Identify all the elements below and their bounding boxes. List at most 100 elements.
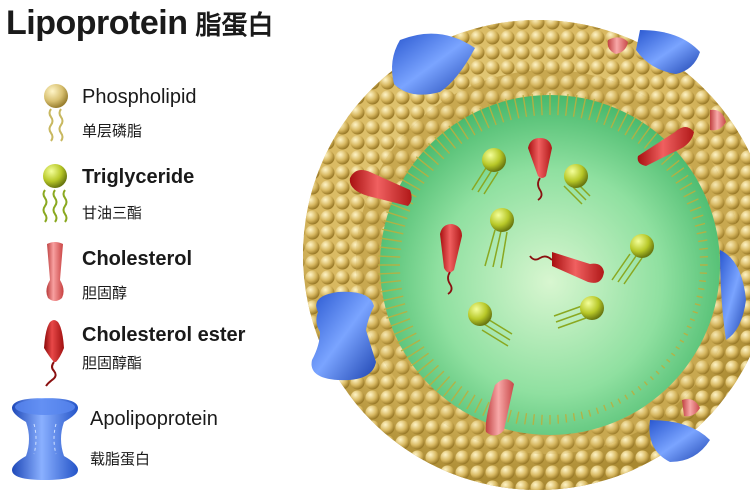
phospholipid-tail: [513, 96, 520, 119]
phospholipid-tail: [699, 246, 708, 250]
phospholipid-tail: [531, 414, 535, 425]
phospholipid-tail: [699, 280, 708, 284]
phospholipid-tail: [400, 339, 421, 352]
phospholipid-tail: [643, 130, 659, 149]
phospholipid-tail: [389, 318, 411, 328]
phospholipid-tail: [631, 120, 645, 140]
apolipoprotein-top: [392, 33, 475, 95]
phospholipid-tail: [383, 303, 406, 311]
phospholipid-tail: [572, 94, 578, 117]
phospholipid-tail: [522, 413, 528, 425]
phospholipid-tail: [448, 125, 463, 145]
phospholipid-tail: [379, 237, 402, 243]
phospholipid-tail: [378, 246, 401, 250]
phospholipid-tail: [427, 370, 445, 388]
cholesterol-ester-icon: [44, 320, 64, 387]
apolipoprotein-left: [311, 291, 376, 381]
legend-label-cholesterol: Cholesterol: [82, 248, 193, 270]
legend-label-triglyceride: Triglyceride: [82, 166, 195, 188]
phospholipid-tail: [441, 130, 457, 149]
phospholipid-tail: [471, 111, 483, 132]
phospholipid-tail: [405, 170, 425, 184]
membrane-cholesterol-group: [349, 127, 694, 436]
triglyceride-core-4: [611, 234, 654, 285]
phospholipid-tail: [624, 115, 637, 136]
phospholipid-tail: [386, 211, 408, 220]
phospholipid-tail: [383, 219, 406, 227]
title-chinese: 脂蛋白: [195, 11, 274, 41]
phospholipid-tail: [565, 93, 569, 116]
phospholipid-tail: [699, 272, 708, 275]
phospholipid-tail: [396, 332, 417, 344]
phospholipid-tail: [379, 287, 402, 293]
phospholipid-tail: [378, 255, 401, 258]
hydrophobic-core: [380, 95, 720, 435]
triglyceride-core-6: [553, 296, 604, 329]
phospholipid-tail: [540, 93, 543, 116]
phospholipid-tail: [378, 280, 401, 284]
phospholipid-tail: [698, 237, 708, 243]
legend-label-cholesterol-zh: 胆固醇: [82, 284, 128, 302]
legend-label-phospholipid-zh: 单层磷脂: [82, 122, 143, 140]
phospholipid-tail: [378, 272, 401, 275]
phospholipid-tail: [540, 414, 543, 425]
phospholipid-tail: [405, 346, 425, 360]
phospholipid-tail: [504, 98, 512, 121]
phospholipid-tail: [381, 295, 404, 302]
surface-cholesterol-group: [607, 37, 726, 417]
legend-label-cholesterol-ester-zh: 胆固醇酯: [82, 354, 143, 372]
triglyceride-core-3: [484, 208, 514, 269]
phospholipid-tail: [389, 202, 411, 212]
cholesterol-surface-2: [710, 109, 726, 131]
lipoprotein-particle-diagram: [303, 20, 750, 490]
triglyceride-core-5: [468, 302, 513, 347]
phospholipid-tail: [557, 414, 560, 425]
legend-item-cholesterol: Cholesterol 胆固醇: [0, 240, 300, 320]
apolipoprotein-group: [311, 30, 746, 462]
phospholipid-tail: [637, 125, 652, 145]
phospholipid-tail: [565, 414, 569, 425]
phospholipid-tail: [415, 156, 434, 172]
phospholipid-tail: [531, 93, 535, 116]
triglyceride-core-1: [471, 148, 506, 195]
cholesterol-ester-core-1: [528, 138, 552, 201]
cholesterol-surface-1: [607, 37, 628, 54]
phospholipid-tail: [386, 310, 408, 319]
phospholipid-tail: [400, 178, 421, 191]
legend-item-phospholipid: Phospholipid 单层磷脂: [0, 78, 300, 158]
phospholipid-tail: [381, 228, 404, 235]
phospholipid-tail: [617, 111, 629, 132]
legend-label-phospholipid: Phospholipid: [82, 86, 197, 108]
apolipoprotein-bottom-right: [649, 420, 710, 462]
legend-item-cholesterol-ester: Cholesterol ester 胆固醇酯: [0, 318, 300, 398]
cholesterol-ester-core-2: [440, 224, 462, 295]
phospholipid-tail: [421, 364, 439, 381]
phospholipid-tail: [463, 115, 476, 136]
phospholipid-tail: [455, 120, 469, 140]
title-english: Lipoprotein: [6, 4, 188, 42]
phospholipid-tail: [441, 381, 457, 400]
legend-label-triglyceride-zh: 甘油三酯: [82, 204, 143, 222]
phospholipid-tail: [392, 325, 414, 336]
cholesterol-membrane-right: [637, 127, 694, 166]
page-title: Lipoprotein 脂蛋白: [6, 4, 273, 43]
phospholipid-icon: [44, 84, 68, 142]
phospholipid-tail: [410, 352, 430, 367]
phospholipid-tail: [557, 93, 560, 116]
apolipoprotein-top-right: [636, 30, 700, 74]
phospholipid-tail: [698, 287, 708, 293]
legend-label-apolipoprotein-zh: 载脂蛋白: [90, 450, 151, 468]
phospholipid-tail: [595, 101, 604, 123]
phospholipid-tail: [588, 98, 596, 121]
phospholipid-tail: [692, 211, 708, 220]
phospholipid-tail: [479, 107, 490, 129]
phospholipid-tail: [487, 104, 497, 126]
phospholipid-tail: [699, 255, 708, 258]
phospholipid-tail: [421, 149, 439, 166]
phospholipid-tail: [434, 376, 451, 394]
legend-label-cholesterol-ester: Cholesterol ester: [82, 324, 246, 346]
apolipoprotein-icon: [12, 398, 78, 480]
cholesterol-membrane-left: [349, 170, 412, 206]
legend-item-triglyceride: Triglyceride 甘油三酯: [0, 160, 300, 240]
cholesterol-surface-3: [682, 399, 700, 417]
